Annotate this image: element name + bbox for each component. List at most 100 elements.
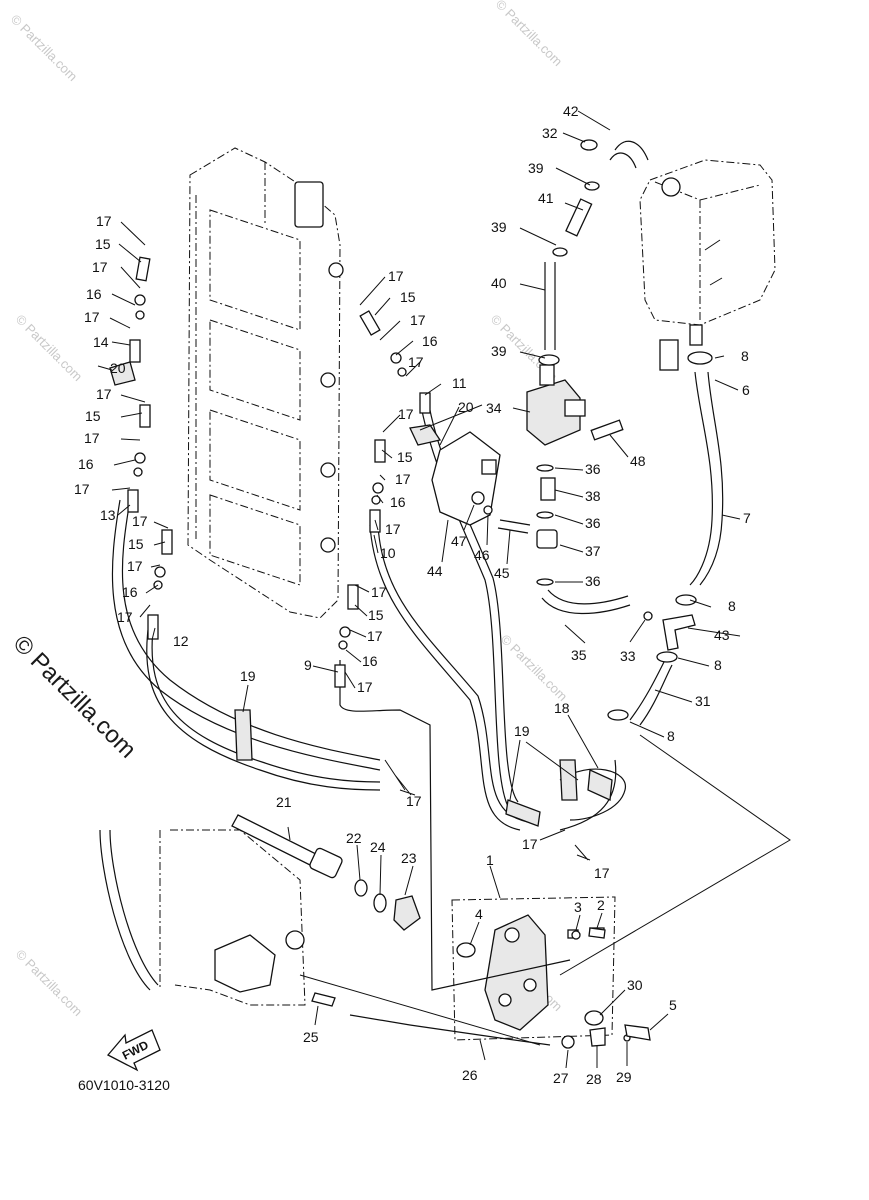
callout-label: 17: [522, 836, 538, 852]
callout-label: 17: [84, 430, 100, 446]
callout-label: 10: [380, 545, 396, 561]
callout-label: 39: [528, 160, 544, 176]
callout-label: 20: [458, 399, 474, 415]
callout-label: 16: [390, 494, 406, 510]
callout-label: 26: [462, 1067, 478, 1083]
callout-label: 25: [303, 1029, 319, 1045]
callout-label: 17: [357, 679, 373, 695]
watermark-large: © Partzilla.com: [8, 630, 141, 763]
callout-label: 17: [367, 628, 383, 644]
callout-label: 31: [695, 693, 711, 709]
callout-label: 24: [370, 839, 386, 855]
hose-routing: [111, 140, 791, 1046]
callout-label: 15: [95, 236, 111, 252]
callout-label: 18: [554, 700, 570, 716]
callout-label: 17: [398, 406, 414, 422]
forward-arrow-icon: FWD: [106, 1029, 161, 1072]
callout-label: 36: [585, 515, 601, 531]
callout-label: 8: [667, 728, 675, 744]
callout-label: 34: [486, 400, 502, 416]
callout-label: 41: [538, 190, 554, 206]
callout-label: 37: [585, 543, 601, 559]
callout-label: 17: [388, 268, 404, 284]
callout-label: 2: [597, 897, 605, 913]
callout-label: 17: [406, 793, 422, 809]
callout-label: 9: [304, 657, 312, 673]
callout-label: 20: [110, 360, 126, 376]
callout-label: 1: [486, 852, 494, 868]
callout-label: 15: [397, 449, 413, 465]
callout-label: 6: [742, 382, 750, 398]
callout-label: 46: [474, 547, 490, 563]
callout-label: 17: [96, 213, 112, 229]
callout-label: 39: [491, 219, 507, 235]
callout-label: 36: [585, 573, 601, 589]
callout-label: 17: [127, 558, 143, 574]
watermark-text: © Partzilla.com: [493, 0, 566, 69]
callout-label: 16: [362, 653, 378, 669]
callout-label: 15: [128, 536, 144, 552]
callout-labels: 1 2 3 4 5 6 7 8 8 8 8 9 10 11 12 13 14 1…: [74, 103, 751, 1087]
leader-lines: [97, 110, 741, 1069]
watermark-text: © Partzilla.com: [8, 12, 81, 85]
callout-label: 5: [669, 997, 677, 1013]
callout-label: 39: [491, 343, 507, 359]
callout-label: 17: [385, 521, 401, 537]
callout-label: 12: [173, 633, 189, 649]
callout-label: 3: [574, 899, 582, 915]
callout-label: 17: [92, 259, 108, 275]
callout-label: 16: [122, 584, 138, 600]
callout-label: 8: [728, 598, 736, 614]
oil-tank: [639, 159, 776, 371]
callout-label: 17: [132, 513, 148, 529]
callout-label: 16: [86, 286, 102, 302]
parts: [109, 139, 713, 1049]
callout-label: 27: [553, 1070, 569, 1086]
callout-label: 17: [371, 584, 387, 600]
callout-label: 15: [400, 289, 416, 305]
cylinder-block: [187, 147, 344, 619]
callout-label: 16: [422, 333, 438, 349]
callout-label: 38: [585, 488, 601, 504]
callout-label: 29: [616, 1069, 632, 1085]
callout-label: 17: [594, 865, 610, 881]
callout-label: 17: [96, 386, 112, 402]
callout-label: 15: [368, 607, 384, 623]
callout-label: 23: [401, 850, 417, 866]
callout-label: 28: [586, 1071, 602, 1087]
callout-label: 36: [585, 461, 601, 477]
callout-label: 44: [427, 563, 443, 579]
callout-label: 19: [240, 668, 256, 684]
callout-label: 32: [542, 125, 558, 141]
watermark-text: © Partzilla.com: [13, 312, 86, 385]
callout-label: 4: [475, 906, 483, 922]
lower-housing: [99, 829, 306, 1006]
callout-label: 42: [563, 103, 579, 119]
callout-label: 47: [451, 533, 467, 549]
callout-label: 19: [514, 723, 530, 739]
callout-label: 21: [276, 794, 292, 810]
callout-label: 15: [85, 408, 101, 424]
callout-label: 35: [571, 647, 587, 663]
callout-label: 17: [410, 312, 426, 328]
callout-label: 14: [93, 334, 109, 350]
callout-label: 8: [714, 657, 722, 673]
callout-label: 7: [743, 510, 751, 526]
callout-label: 43: [714, 627, 730, 643]
callout-label: 17: [395, 471, 411, 487]
diagram-code: 60V1010-3120: [78, 1077, 170, 1093]
callout-label: 48: [630, 453, 646, 469]
callout-label: 13: [100, 507, 116, 523]
callout-label: 45: [494, 565, 510, 581]
callout-label: 8: [741, 348, 749, 364]
callout-label: 11: [452, 375, 467, 391]
callout-label: 16: [78, 456, 94, 472]
callout-label: 17: [74, 481, 90, 497]
callout-label: 40: [491, 275, 507, 291]
watermark-text: © Partzilla.com: [498, 632, 571, 705]
callout-label: 33: [620, 648, 636, 664]
callout-label: 17: [408, 354, 424, 370]
callout-label: 17: [84, 309, 100, 325]
callout-label: 22: [346, 830, 362, 846]
